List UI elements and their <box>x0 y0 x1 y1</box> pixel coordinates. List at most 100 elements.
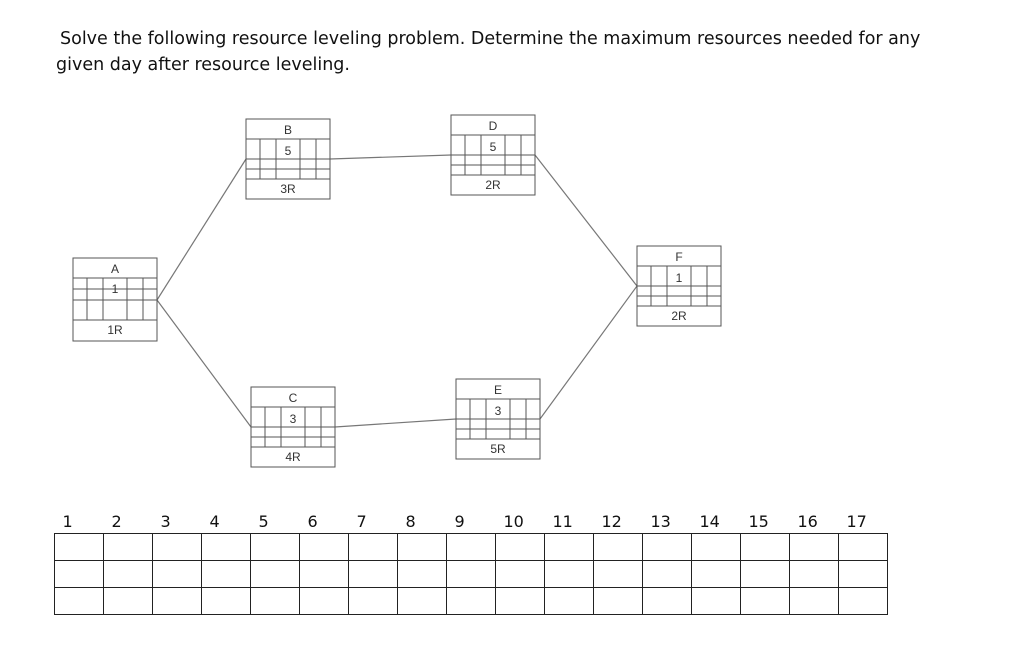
edge-a-c <box>156 299 252 428</box>
grid-row <box>54 586 888 615</box>
day-label: 6 <box>307 511 318 531</box>
grid-cell[interactable] <box>152 532 202 561</box>
grid-cell[interactable] <box>642 532 692 561</box>
node-b-resources: 3R <box>280 182 296 196</box>
grid-cell[interactable] <box>54 532 104 561</box>
grid-cell[interactable] <box>544 586 594 615</box>
activity-node-f: F 1 2R <box>636 245 722 327</box>
grid-cell[interactable] <box>789 586 839 615</box>
grid-cell[interactable] <box>740 586 790 615</box>
grid-cell[interactable] <box>495 586 545 615</box>
node-c-resources: 4R <box>285 450 301 464</box>
grid-cell[interactable] <box>54 559 104 588</box>
activity-node-e: E 3 5R <box>455 378 541 460</box>
node-a-resources: 1R <box>107 323 123 337</box>
grid-cell[interactable] <box>397 532 447 561</box>
node-c-id: C <box>289 391 298 405</box>
grid-cell[interactable] <box>201 559 251 588</box>
day-label: 7 <box>356 511 367 531</box>
grid-cell[interactable] <box>642 586 692 615</box>
grid-row <box>54 532 888 561</box>
grid-cell[interactable] <box>593 586 643 615</box>
grid-cell[interactable] <box>201 532 251 561</box>
grid-cell[interactable] <box>397 559 447 588</box>
node-d-id: D <box>489 119 498 133</box>
grid-cell[interactable] <box>397 586 447 615</box>
grid-cell[interactable] <box>250 586 300 615</box>
day-label: 1 <box>62 511 73 531</box>
grid-cell[interactable] <box>544 532 594 561</box>
day-label: 8 <box>405 511 416 531</box>
grid-cell[interactable] <box>103 586 153 615</box>
node-e-resources: 5R <box>490 442 506 456</box>
grid-cell[interactable] <box>740 532 790 561</box>
grid-cell[interactable] <box>593 532 643 561</box>
node-b-duration: 5 <box>285 144 292 158</box>
node-f-id: F <box>675 250 682 264</box>
grid-cell[interactable] <box>593 559 643 588</box>
grid-cell[interactable] <box>838 559 888 588</box>
edge-c-e <box>334 418 457 428</box>
grid-cell[interactable] <box>250 532 300 561</box>
grid-cell[interactable] <box>691 586 741 615</box>
day-label: 12 <box>601 511 622 531</box>
grid-cell[interactable] <box>495 559 545 588</box>
grid-cell[interactable] <box>691 559 741 588</box>
grid-cell[interactable] <box>789 559 839 588</box>
activity-node-a: A 1 1R <box>72 257 158 342</box>
node-a-duration: 1 <box>112 282 119 296</box>
grid-cell[interactable] <box>740 559 790 588</box>
grid-cell[interactable] <box>348 532 398 561</box>
grid-cell[interactable] <box>544 559 594 588</box>
activity-node-b: B 5 3R <box>245 118 331 200</box>
node-f-resources: 2R <box>671 309 687 323</box>
edge-d-f <box>534 154 638 287</box>
grid-cell[interactable] <box>250 559 300 588</box>
grid-cell[interactable] <box>446 532 496 561</box>
grid-cell[interactable] <box>348 559 398 588</box>
activity-node-d: D 5 2R <box>450 114 536 196</box>
node-c-duration: 3 <box>290 412 297 426</box>
grid-cell[interactable] <box>446 559 496 588</box>
grid-cell[interactable] <box>691 532 741 561</box>
grid-cell[interactable] <box>201 586 251 615</box>
grid-cell[interactable] <box>642 559 692 588</box>
grid-cell[interactable] <box>838 532 888 561</box>
node-d-duration: 5 <box>490 140 497 154</box>
activity-network-diagram: A 1 1R B 5 3R C 3 4R <box>72 114 722 468</box>
grid-cell[interactable] <box>152 559 202 588</box>
node-b-id: B <box>284 123 292 137</box>
node-a-id: A <box>111 262 119 276</box>
day-label: 13 <box>650 511 671 531</box>
day-label: 14 <box>699 511 720 531</box>
grid-cell[interactable] <box>789 532 839 561</box>
day-label: 9 <box>454 511 465 531</box>
activity-node-c: C 3 4R <box>250 386 336 468</box>
problem-statement: Solve the following resource leveling pr… <box>56 26 956 78</box>
day-label: 11 <box>552 511 573 531</box>
grid-cell[interactable] <box>54 586 104 615</box>
edge-b-d <box>329 154 452 160</box>
grid-cell[interactable] <box>103 559 153 588</box>
grid-cell[interactable] <box>299 532 349 561</box>
node-e-duration: 3 <box>495 404 502 418</box>
problem-line-1: Solve the following resource leveling pr… <box>60 29 921 49</box>
network-edges <box>156 154 638 428</box>
grid-cell[interactable] <box>103 532 153 561</box>
node-d-resources: 2R <box>485 178 501 192</box>
grid-cell[interactable] <box>838 586 888 615</box>
grid-body <box>54 532 888 615</box>
problem-line-2: given day after resource leveling. <box>56 55 350 75</box>
grid-cell[interactable] <box>299 586 349 615</box>
grid-cell[interactable] <box>348 586 398 615</box>
day-label: 3 <box>160 511 171 531</box>
day-label: 15 <box>748 511 769 531</box>
node-e-id: E <box>494 383 502 397</box>
day-label: 17 <box>846 511 867 531</box>
grid-cell[interactable] <box>299 559 349 588</box>
grid-cell[interactable] <box>446 586 496 615</box>
grid-cell[interactable] <box>495 532 545 561</box>
grid-cell[interactable] <box>152 586 202 615</box>
